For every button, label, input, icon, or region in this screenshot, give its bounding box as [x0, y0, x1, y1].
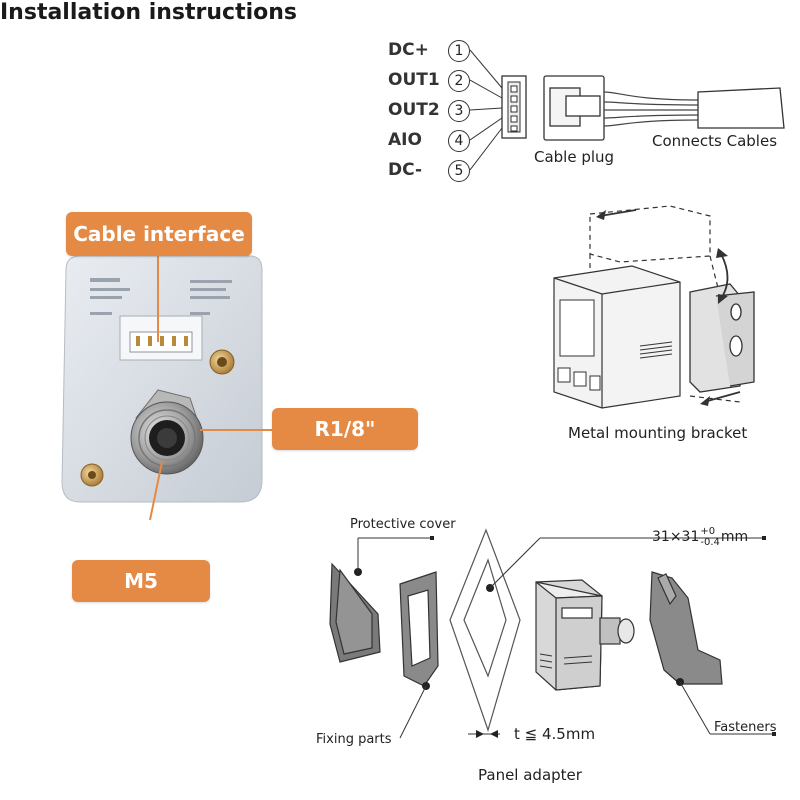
pin-number-1: 1 [448, 40, 470, 62]
connects-cables-label: Connects Cables [652, 132, 778, 150]
fixing-parts-label: Fixing parts [316, 732, 392, 747]
cutout-tolerance: +0-0.4 [700, 526, 720, 548]
socket-connector [501, 75, 527, 139]
pin-label-aio: AIO [388, 130, 422, 150]
fasteners-label: Fasteners [714, 720, 777, 735]
cable-interface-socket [119, 315, 203, 361]
threaded-fitting [130, 389, 204, 475]
panel-thickness-label: t ≦ 4.5mm [514, 725, 596, 743]
port-size-callout: M5 [72, 560, 210, 602]
cable-plug-label: Cable plug [534, 148, 615, 166]
device-rear-shape [535, 579, 635, 691]
pin-number-3: 3 [448, 100, 470, 122]
cable-interface-callout: Cable interface [66, 212, 252, 256]
tolerance-plus: +0 [700, 526, 716, 537]
page-title: Installation instructions [0, 0, 298, 25]
cable-jacket [697, 87, 785, 129]
bracket-diagram [553, 205, 755, 409]
fastener-shape [649, 571, 723, 685]
protective-cover-shape [329, 562, 381, 663]
cutout-size-value: 31×31 [652, 529, 700, 545]
thread-size-callout: R1/8" [272, 408, 418, 450]
device-photo [61, 250, 280, 520]
pin-number-2: 2 [448, 70, 470, 92]
cable-plug-shape [543, 75, 605, 141]
pin-label-out2: OUT2 [388, 100, 440, 120]
bracket-caption: Metal mounting bracket [568, 424, 748, 442]
panel-plate [449, 528, 521, 732]
pin-label-dc-plus: DC+ [388, 40, 429, 60]
panel-adapter-diagram [329, 528, 776, 739]
pin-number-4: 4 [448, 130, 470, 152]
connector-diagram [470, 49, 785, 171]
cutout-unit: mm [720, 529, 749, 545]
pin-number-5: 5 [448, 160, 470, 182]
pin-label-out1: OUT1 [388, 70, 440, 90]
tolerance-minus: -0.4 [700, 537, 720, 548]
protective-cover-label: Protective cover [350, 517, 456, 532]
pin-label-dc-minus: DC- [388, 160, 423, 180]
fixing-parts-shape [399, 571, 439, 687]
panel-adapter-caption: Panel adapter [478, 766, 582, 784]
